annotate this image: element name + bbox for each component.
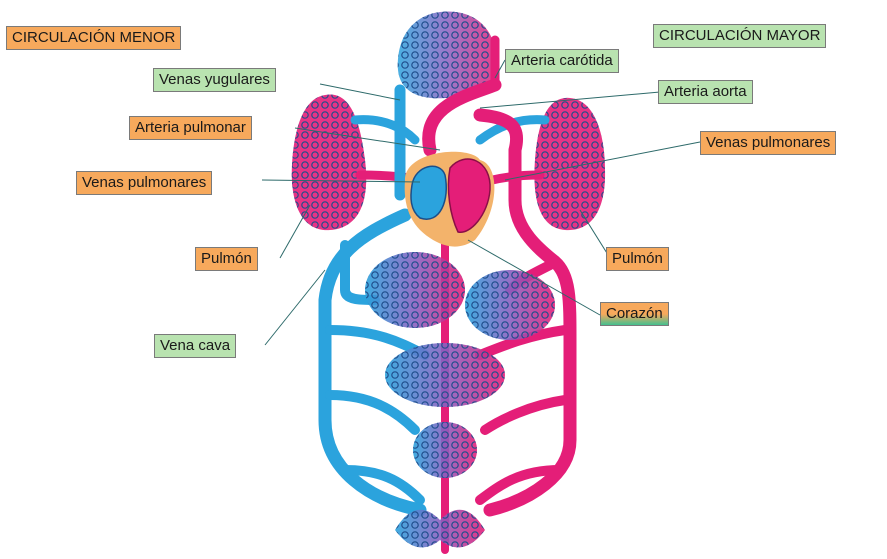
label-arteria-aorta: Arteria aorta (658, 80, 753, 104)
label-vena-cava: Vena cava (154, 334, 236, 358)
left-lung (292, 94, 366, 230)
label-venas-yugulares: Venas yugulares (153, 68, 276, 92)
label-corazon: Corazón (600, 302, 669, 326)
label-venas-pulmonares-left: Venas pulmonares (76, 171, 212, 195)
label-pulmon-left: Pulmón (195, 247, 258, 271)
label-pulmon-right: Pulmón (606, 247, 669, 271)
heart (405, 152, 495, 247)
label-circulacion-mayor: CIRCULACIÓN MAYOR (653, 24, 826, 48)
label-venas-pulmonares-right: Venas pulmonares (700, 131, 836, 155)
label-arteria-pulmonar: Arteria pulmonar (129, 116, 252, 140)
label-arteria-carotida: Arteria carótida (505, 49, 619, 73)
label-circulacion-menor: CIRCULACIÓN MENOR (6, 26, 181, 50)
